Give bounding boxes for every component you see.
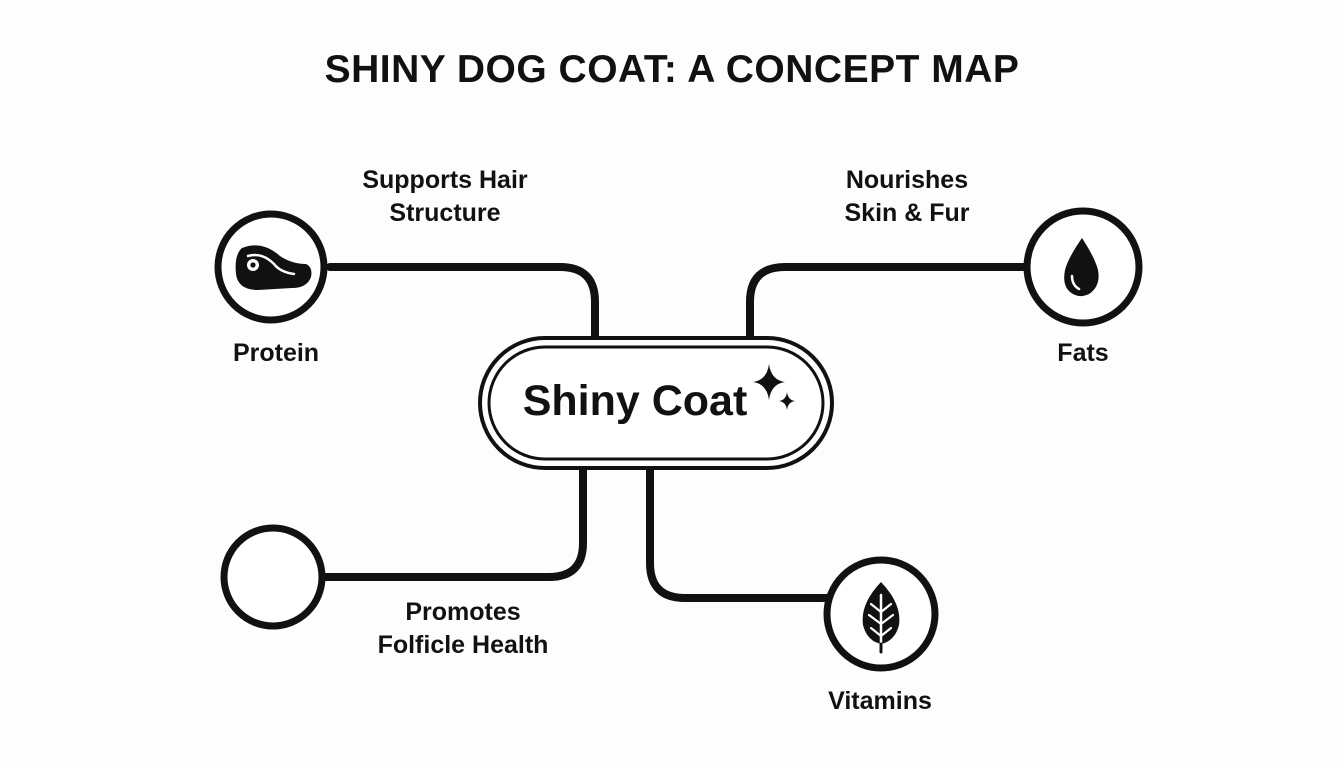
relation-label-fats-text: Nourishes Skin & Fur bbox=[844, 166, 970, 227]
meat-steak-icon bbox=[235, 245, 312, 290]
follicle-node-circle bbox=[220, 524, 326, 630]
relation-label-follicle: Promotes Folficle Health bbox=[352, 596, 574, 662]
relation-label-protein-text: Supports Hair Structure bbox=[362, 166, 528, 227]
node-label-fats: Fats bbox=[1057, 339, 1109, 367]
connector-fats bbox=[746, 263, 1029, 344]
diagram-title: SHINY DOG COAT: A CONCEPT MAP bbox=[324, 48, 1020, 91]
relation-label-protein: Supports Hair Structure bbox=[350, 164, 540, 230]
node-label-vitamins: Vitamins bbox=[828, 687, 932, 715]
center-node-label: Shiny Coat bbox=[522, 377, 748, 425]
center-node-inner bbox=[487, 345, 825, 461]
node-label-protein: Protein bbox=[232, 339, 320, 367]
relation-label-fats: Nourishes Skin & Fur bbox=[812, 164, 1002, 230]
sparkle-icon bbox=[753, 364, 795, 410]
relation-label-follicle-text: Promotes Folficle Health bbox=[377, 598, 549, 659]
connector-follicle bbox=[318, 462, 587, 581]
water-drop-icon bbox=[1064, 238, 1099, 297]
leaf-icon bbox=[862, 582, 900, 654]
connector-vitamins bbox=[646, 462, 832, 602]
connector-protein bbox=[326, 263, 599, 344]
